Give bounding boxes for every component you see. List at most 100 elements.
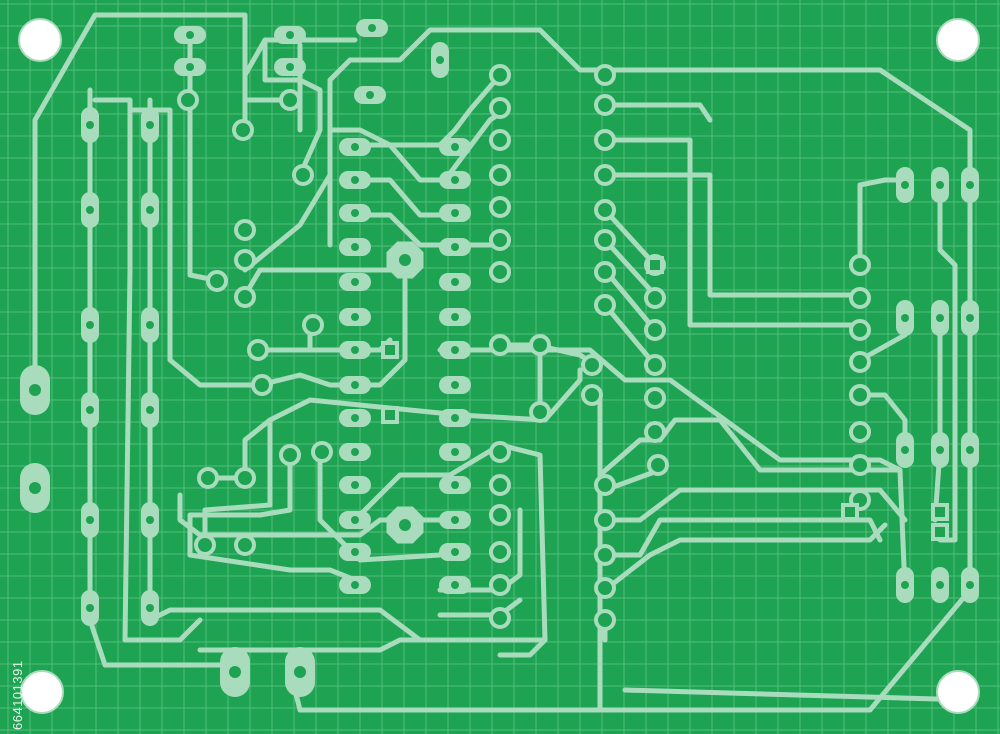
trace-31 [292, 687, 873, 713]
round-pad [594, 474, 616, 496]
trace-48 [857, 177, 908, 268]
pad-drill [86, 516, 94, 524]
pad-drill [351, 414, 359, 422]
trace-32 [867, 587, 973, 713]
trace-51 [937, 177, 958, 543]
trace-46 [602, 172, 863, 298]
round-pad [489, 504, 511, 526]
pad-drill [146, 516, 154, 524]
round-pad [594, 64, 616, 86]
round-pad [594, 129, 616, 151]
pad-drill [86, 406, 94, 414]
trace-45 [602, 137, 863, 328]
pad-drill [351, 346, 359, 354]
pad-drill [451, 313, 459, 321]
pad-drill [966, 446, 974, 454]
round-pad [849, 254, 871, 276]
pad-drill [451, 346, 459, 354]
pad-drill [451, 381, 459, 389]
trace-34 [622, 687, 973, 703]
pad-drill [351, 448, 359, 456]
trace-47 [602, 102, 713, 123]
round-pad [489, 261, 511, 283]
round-pad [489, 334, 511, 356]
trace-18 [437, 347, 903, 473]
pad-drill [86, 121, 94, 129]
pad-drill [186, 31, 194, 39]
round-pad [251, 374, 273, 396]
round-pad [849, 454, 871, 476]
pad-drill [399, 519, 411, 531]
pad-drill [351, 381, 359, 389]
round-pad [594, 577, 616, 599]
round-pad [197, 467, 219, 489]
mounting-hole-icon [18, 18, 62, 62]
trace-0 [32, 12, 293, 388]
pad-drill [351, 209, 359, 217]
pad-drill [229, 666, 241, 678]
round-pad [644, 319, 666, 341]
pad-drill [351, 278, 359, 286]
pad-drill [146, 321, 154, 329]
pad-drill [901, 581, 909, 589]
pad-drill [451, 278, 459, 286]
trace-13 [352, 212, 508, 248]
pad-drill [436, 56, 444, 64]
round-pad [644, 287, 666, 309]
round-pad [279, 444, 301, 466]
round-pad [177, 89, 199, 111]
pad-drill [451, 209, 459, 217]
square-pad [841, 503, 859, 521]
square-pad [646, 256, 664, 274]
round-pad [529, 334, 551, 356]
round-pad [489, 441, 511, 463]
pad-drill [286, 31, 294, 39]
trace-42 [602, 237, 658, 298]
pad-drill [451, 481, 459, 489]
pad-drill [294, 666, 306, 678]
round-pad [234, 219, 256, 241]
pad-drill [966, 581, 974, 589]
trace-23 [242, 417, 273, 478]
round-pad [234, 249, 256, 271]
round-pad [644, 421, 666, 443]
pad-drill [901, 181, 909, 189]
pad-drill [351, 143, 359, 151]
round-pad [234, 467, 256, 489]
trace-6 [262, 37, 323, 178]
round-pad [644, 354, 666, 376]
pad-drill [29, 482, 41, 494]
trace-44 [602, 302, 658, 368]
trace-7 [242, 37, 358, 133]
round-pad [849, 319, 871, 341]
pad-drill [146, 604, 154, 612]
round-pad [849, 421, 871, 443]
pad-drill [351, 581, 359, 589]
pad-drill [351, 548, 359, 556]
square-pad [381, 341, 399, 359]
round-pad [581, 384, 603, 406]
square-pad [931, 503, 949, 521]
trace-27 [197, 442, 548, 653]
round-pad [594, 294, 616, 316]
trace-35 [657, 417, 908, 593]
pad-drill [451, 516, 459, 524]
trace-25 [187, 447, 358, 583]
pad-drill [366, 91, 374, 99]
trace-10 [327, 107, 508, 248]
round-pad [489, 97, 511, 119]
round-pad [302, 314, 324, 336]
round-pad [489, 607, 511, 629]
round-pad [489, 229, 511, 251]
round-pad [292, 164, 314, 186]
trace-43 [602, 267, 658, 333]
pad-drill [451, 243, 459, 251]
round-pad [647, 454, 669, 476]
round-pad [234, 534, 256, 556]
pad-drill [351, 243, 359, 251]
round-pad [849, 287, 871, 309]
round-pad [311, 441, 333, 463]
pad-drill [146, 121, 154, 129]
